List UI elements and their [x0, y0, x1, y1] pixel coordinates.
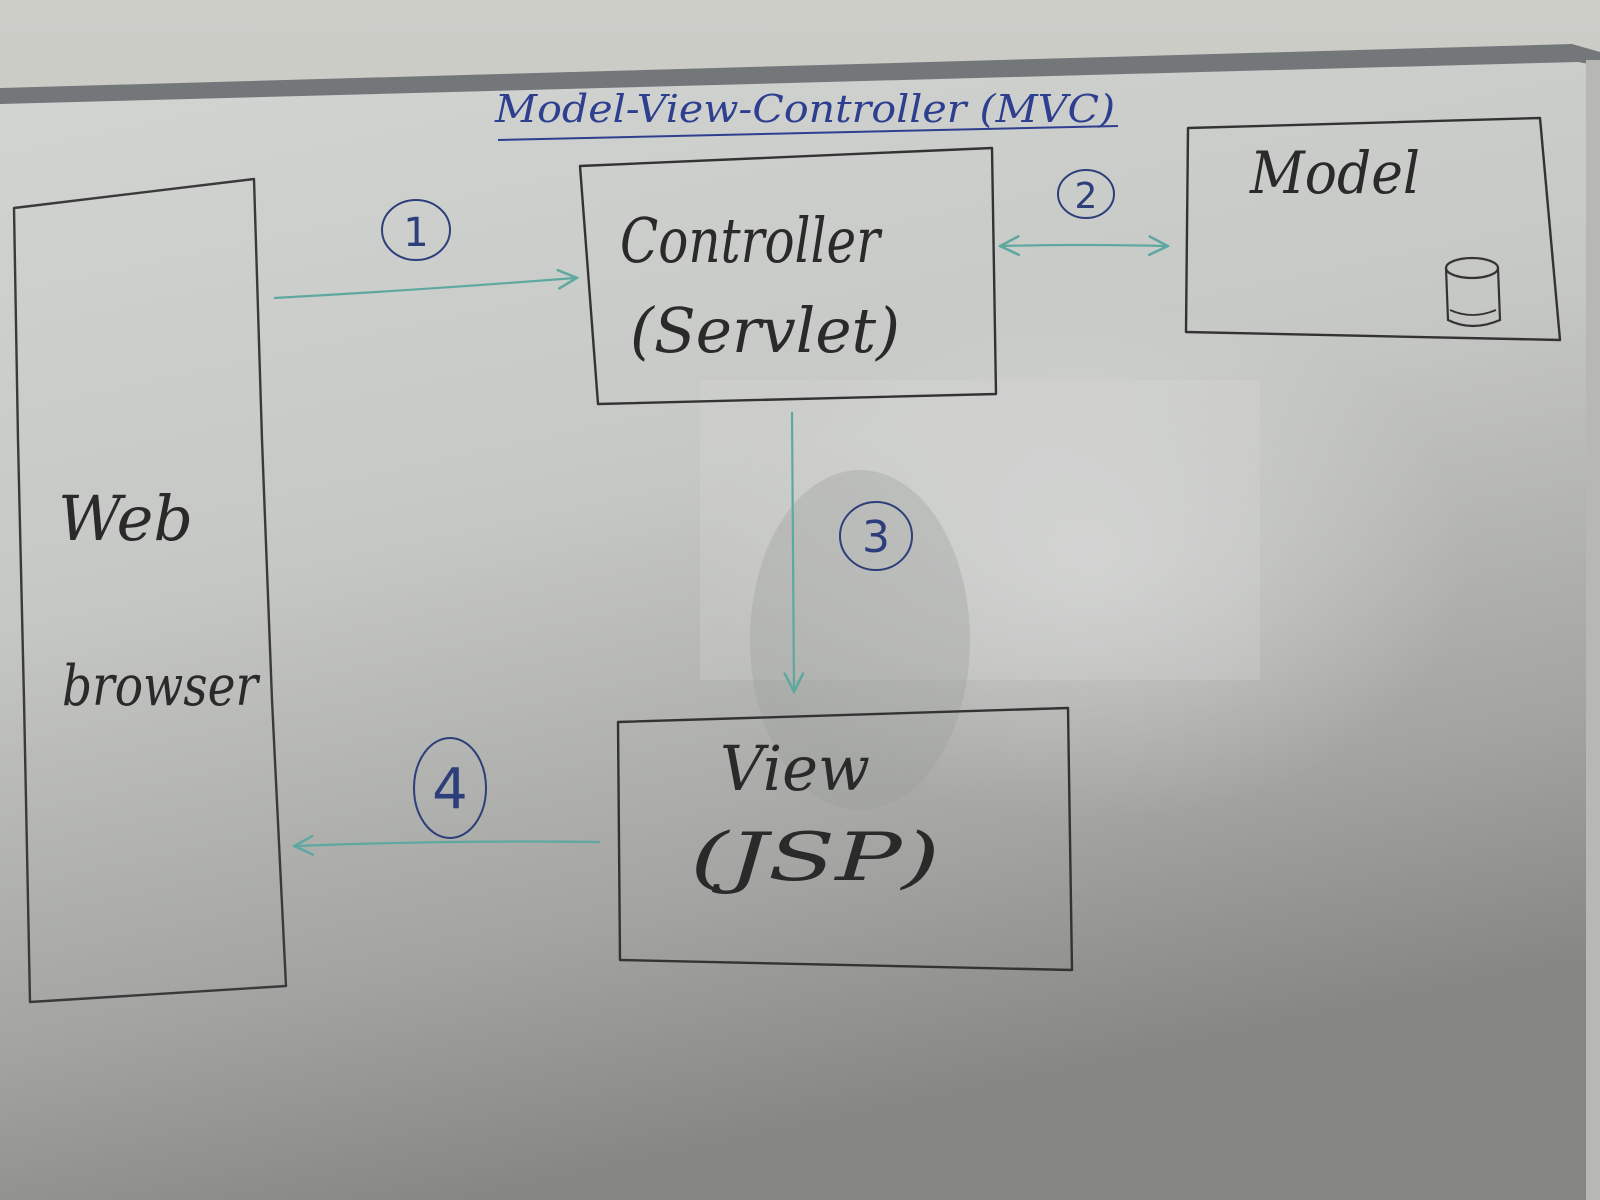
svg-text:1: 1	[403, 210, 428, 256]
person-reflection	[750, 470, 970, 810]
browser-label-line2: browser	[62, 654, 261, 719]
step-marker-4: 4	[413, 737, 487, 839]
step-marker-2: 2	[1057, 169, 1115, 219]
model-box	[1184, 116, 1562, 342]
title-underline	[497, 125, 1119, 141]
arrow-controller-model	[1002, 245, 1166, 246]
browser-label-line1: Web	[58, 482, 193, 555]
arrow-browser-to-controller	[273, 278, 575, 300]
svg-text:3: 3	[862, 512, 890, 563]
model-label: Model	[1249, 139, 1420, 207]
diagram-title: Model-View-Controller (MVC)	[494, 87, 1115, 131]
svg-text:4: 4	[432, 757, 468, 822]
step-marker-3: 3	[839, 501, 913, 571]
controller-label-line2: (Servlet)	[630, 294, 900, 367]
database-icon	[1444, 256, 1502, 328]
view-box	[616, 706, 1074, 972]
view-label-line2: (JSP)	[690, 819, 940, 896]
arrow-controller-to-view	[792, 411, 794, 690]
controller-label-line1: Controller	[620, 204, 883, 277]
window-reflection	[710, 300, 1470, 820]
svg-text:2: 2	[1075, 176, 1098, 217]
controller-box	[578, 146, 998, 406]
browser-box	[12, 177, 288, 1004]
whiteboard-frame-right	[1586, 60, 1600, 1200]
whiteboard-frame-top	[0, 44, 1600, 104]
step-marker-1: 1	[381, 199, 451, 261]
view-label-line1: View	[720, 732, 870, 805]
arrow-view-to-browser	[296, 842, 601, 847]
